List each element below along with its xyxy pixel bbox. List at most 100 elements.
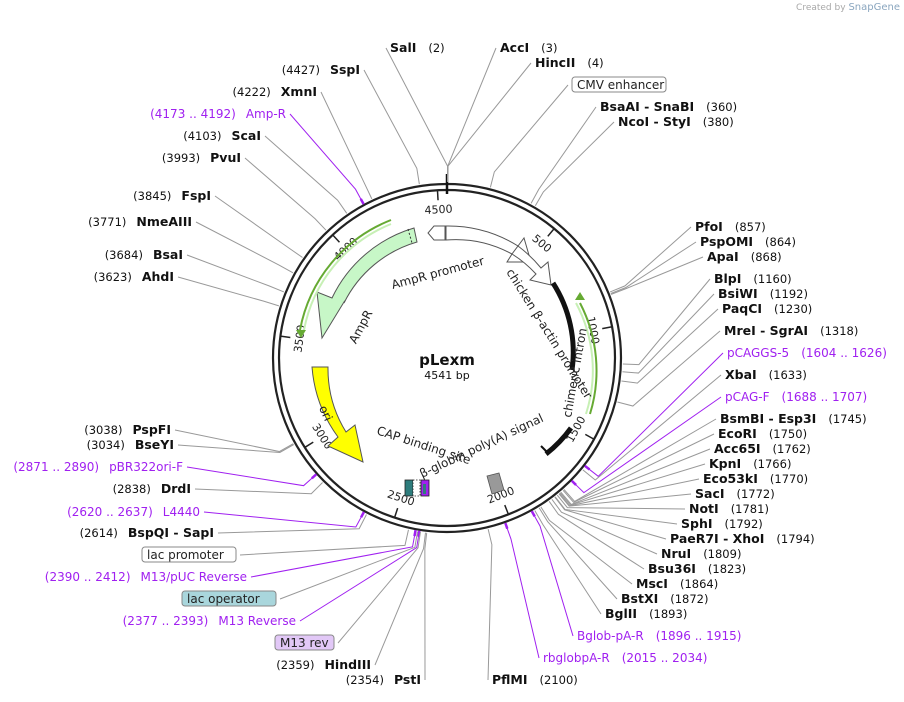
position-label: (1809): [703, 547, 741, 561]
position-label: (2620 .. 2637): [67, 505, 153, 519]
primer-mark: [504, 522, 509, 530]
tick-mark: [332, 234, 341, 243]
snapgene-logo-text: SnapGene: [848, 2, 900, 13]
leader-line: [424, 532, 428, 681]
annotation-right-1: AccI(3): [500, 40, 557, 55]
site-name: BsiWI: [718, 286, 758, 301]
leader-line: [177, 444, 295, 453]
leader-line: [186, 254, 285, 293]
leader-line: [337, 531, 421, 644]
site-name: PvuI: [210, 150, 241, 165]
chimeric-intron-arc: [579, 302, 598, 415]
tick-mark: [602, 326, 613, 330]
amp-r-primer-arc: [299, 219, 392, 331]
position-label: (2100): [540, 673, 578, 687]
primer-mark: [359, 198, 365, 205]
chicken-actin-promoter-band: [550, 281, 576, 371]
site-name: KpnI: [709, 456, 741, 471]
site-name: PstI: [394, 672, 421, 687]
tick-mark: [547, 228, 555, 237]
annotation-left-21: PstI(2354): [346, 672, 421, 687]
annotation-right-17: EcoRI(1750): [718, 426, 807, 441]
site-name: NmeAIII: [136, 214, 192, 229]
plasmid-name: pLexm: [419, 351, 475, 369]
annotation-left-10: BseYI (3034): [87, 437, 174, 452]
feature-name: lac operator: [187, 592, 260, 606]
ori-arrow: [311, 366, 364, 463]
tick-mark: [504, 504, 510, 515]
primer-name: L4440: [163, 505, 200, 519]
annotation-right-28: BstXI(1872): [621, 591, 708, 606]
position-label: (1762): [773, 442, 811, 456]
site-name: DrdI: [161, 481, 191, 496]
annotation-right-13: pCAGGS-5(1604 .. 1626): [727, 346, 887, 360]
plasmid-size: 4541 bp: [424, 369, 469, 382]
annotation-labels: SalI(2)AccI(3)HincII(4)CMV enhancerBsaAI…: [13, 40, 887, 687]
annotation-right-8: ApaI(868): [707, 249, 782, 264]
position-label: (3845): [133, 189, 171, 203]
annotation-left-14: BspQI - SapI(2614): [80, 525, 214, 540]
position-label: (4222): [233, 85, 271, 99]
position-label: (1770): [770, 472, 808, 486]
annotation-left-19: M13 rev: [274, 634, 335, 651]
site-name: MreI - SgrAI: [724, 323, 808, 338]
annotation-right-4: BsaAI - SnaBI(360): [600, 99, 737, 114]
position-label: (1750): [769, 427, 807, 441]
primer-mark: [417, 530, 421, 537]
position-label: (1794): [776, 532, 814, 546]
leader-line: [203, 511, 364, 528]
leader-line: [320, 91, 373, 200]
annotation-right-0: SalI(2): [390, 40, 445, 55]
position-label: (2): [428, 41, 444, 55]
annotation-left-17: lac operator: [181, 590, 277, 607]
leader-line: [558, 493, 692, 507]
position-label: (2614): [80, 526, 118, 540]
leader-line: [487, 529, 493, 681]
position-label: (3034): [87, 438, 125, 452]
leader-line: [534, 510, 602, 615]
leader-line: [217, 514, 367, 534]
annotation-left-20: HindIII(2359): [276, 657, 371, 672]
leader-line: [264, 135, 348, 214]
annotation-right-14: XbaI(1633): [725, 367, 807, 382]
position-label: (1772): [737, 487, 775, 501]
site-name: SacI: [695, 486, 725, 501]
annotation-left-5: FspI(3845): [133, 188, 211, 203]
annotation-left-12: DrdI(2838): [113, 481, 191, 496]
annotation-right-19: KpnI (1766): [709, 456, 791, 471]
chimeric-intron-band: [544, 426, 574, 456]
annotation-left-0: SspI(4427): [282, 62, 360, 77]
position-label: (4427): [282, 63, 320, 77]
annotation-left-9: PspFI(3038): [84, 422, 171, 437]
position-label: (868): [751, 250, 782, 264]
annotation-left-18: M13 Reverse(2377 .. 2393): [123, 614, 296, 628]
position-label: (3771): [88, 215, 126, 229]
annotation-right-6: PfoI(857): [695, 219, 766, 234]
primer-name: Bglob-pA-R: [577, 629, 644, 643]
site-name: NotI: [689, 501, 719, 516]
annotation-right-5: NcoI - StyI(380): [618, 114, 734, 129]
leader-line: [289, 113, 364, 204]
position-label: (1745): [828, 412, 866, 426]
primer-name: M13/pUC Reverse: [141, 570, 248, 584]
site-name: NruI: [661, 546, 691, 561]
position-label: (1896 .. 1915): [656, 629, 742, 643]
position-label: (1766): [753, 457, 791, 471]
amp-r-primer-arc-inner: [303, 223, 392, 331]
lac-promoter-mark: [423, 484, 426, 494]
amp-r-primer-arrowhead: [296, 330, 306, 338]
annotation-right-11: PaqCI(1230): [722, 301, 812, 316]
site-name: BseYI: [135, 437, 174, 452]
primer-name: pBR322ori-F: [109, 460, 183, 474]
position-label: (1781): [731, 502, 769, 516]
leader-line: [572, 396, 722, 494]
leader-line: [621, 308, 719, 384]
leader-line: [585, 352, 724, 477]
site-name: BsaAI - SnaBI: [600, 99, 694, 114]
site-name: PaqCI: [722, 301, 762, 316]
site-name: PaeR7I - XhoI: [670, 531, 764, 546]
site-name: PspOMI: [700, 234, 753, 249]
position-label: (2359): [276, 658, 314, 672]
site-name: HincII: [535, 55, 575, 70]
leader-line: [174, 429, 294, 453]
